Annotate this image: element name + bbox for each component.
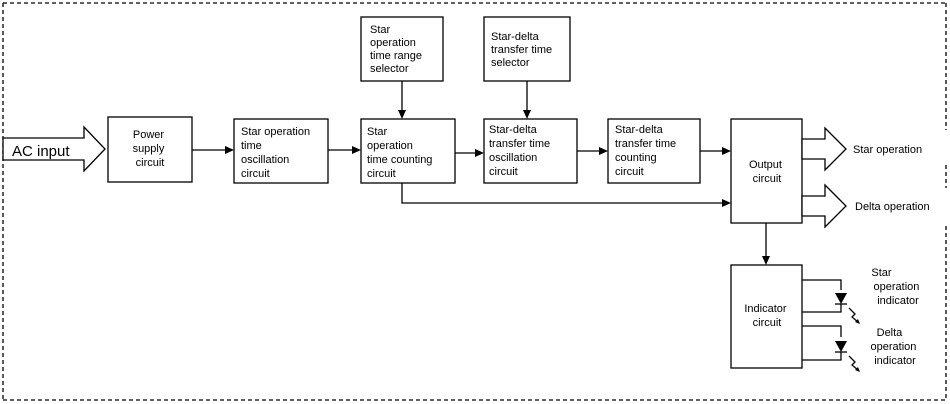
delta-output-arrow xyxy=(801,183,847,229)
transfer-counting-label: Star-delta transfer time counting circui… xyxy=(615,124,679,178)
star-counting-block: Star operation time counting circuit xyxy=(360,118,456,184)
delta-indicator-led-icon xyxy=(802,325,860,372)
star-counting-label: Star operation time counting circuit xyxy=(367,126,436,180)
delta-output-label: Delta operation xyxy=(855,201,930,213)
indicator-circuit-block: Indicator circuit xyxy=(730,264,803,369)
arrow-counting-to-transfer-osc xyxy=(455,149,484,157)
ac-input-arrow xyxy=(2,125,106,173)
star-oscillation-label: Star operation time oscillation circuit xyxy=(241,126,313,180)
star-oscillation-block: Star operation time oscillation circuit xyxy=(233,118,329,184)
indicator-circuit-label: Indicator circuit xyxy=(744,303,789,329)
delta-indicator-label: Delta operation indicator xyxy=(871,327,920,367)
arrow-transfer-counting-to-output xyxy=(700,147,731,155)
arrow-transfer-selector-to-osc xyxy=(523,81,531,119)
transfer-counting-block: Star-delta transfer time counting circui… xyxy=(607,118,701,184)
transfer-oscillation-block: Star-delta transfer time oscillation cir… xyxy=(483,118,578,184)
ac-input-label: AC input xyxy=(12,143,70,160)
transfer-oscillation-label: Star-delta transfer time oscillation cir… xyxy=(489,124,553,178)
star-range-selector-label: Star operation time range selector xyxy=(370,24,425,75)
star-output-arrow xyxy=(801,126,847,172)
arrow-star-osc-to-counting xyxy=(328,146,361,154)
star-indicator-led-icon xyxy=(802,279,860,324)
arrow-star-counting-to-output xyxy=(401,183,731,207)
star-indicator-label: Star operation indicator xyxy=(871,267,922,307)
power-supply-block: Power supply circuit xyxy=(107,116,193,183)
transfer-selector-block: Star-delta transfer time selector xyxy=(483,16,571,82)
output-circuit-block: Output circuit xyxy=(730,118,803,224)
transfer-selector-label: Star-delta transfer time selector xyxy=(491,31,555,69)
arrow-power-to-star-osc xyxy=(192,146,234,154)
power-supply-label: Power supply circuit xyxy=(133,129,168,169)
output-circuit-label: Output circuit xyxy=(749,159,785,185)
arrow-transfer-osc-to-counting xyxy=(577,147,608,155)
arrow-output-to-indicator xyxy=(762,223,770,265)
star-range-selector-block: Star operation time range selector xyxy=(360,16,444,82)
star-output-label: Star operation xyxy=(853,144,922,156)
arrow-star-selector-to-counting xyxy=(398,81,406,119)
